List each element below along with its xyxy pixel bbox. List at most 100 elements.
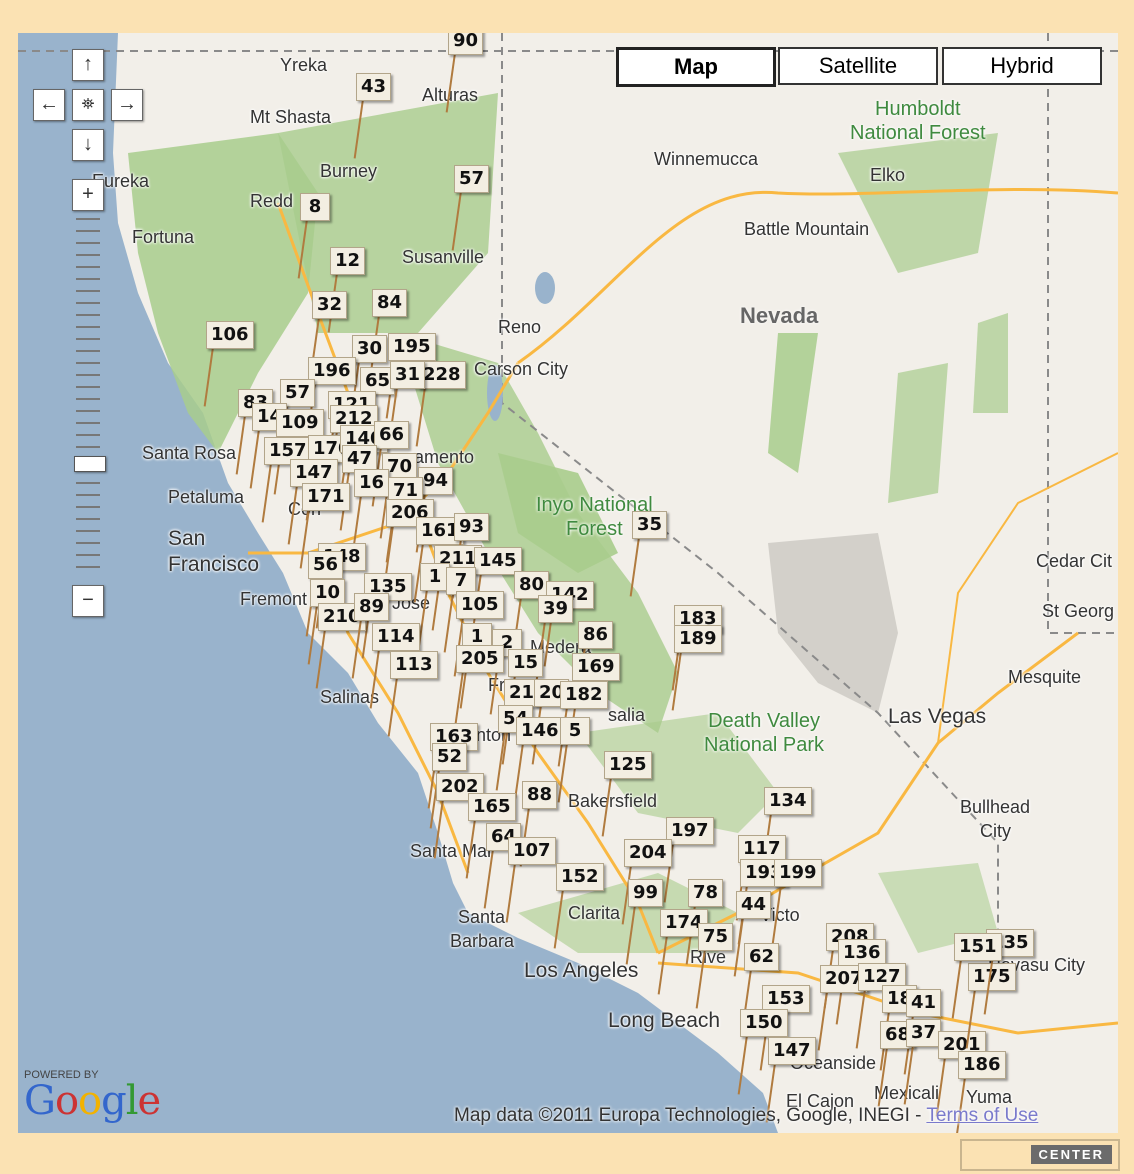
zoom-tick (76, 446, 100, 448)
map-marker[interactable]: 205 (456, 645, 504, 673)
map-marker[interactable]: 7 (446, 567, 476, 595)
map-marker[interactable]: 171 (302, 483, 350, 511)
map-marker[interactable]: 113 (390, 651, 438, 679)
map-marker[interactable]: 86 (578, 621, 614, 649)
map-marker[interactable]: 105 (456, 591, 504, 619)
map-marker[interactable]: 151 (954, 933, 1002, 961)
zoom-tick (76, 542, 100, 544)
zoom-tick (76, 518, 100, 520)
map-marker[interactable]: 90 (448, 33, 484, 55)
map-marker[interactable]: 52 (432, 743, 468, 771)
map-marker[interactable]: 75 (698, 923, 734, 951)
map-marker[interactable]: 47 (342, 445, 378, 473)
map-marker[interactable]: 31 (390, 361, 426, 389)
zoom-tick (76, 254, 100, 256)
map-marker[interactable]: 44 (736, 891, 772, 919)
map-marker[interactable]: 186 (958, 1051, 1006, 1079)
google-logo[interactable]: POWERED BY Google (24, 1069, 161, 1121)
map-marker[interactable]: 80 (514, 571, 550, 599)
pan-left-button[interactable]: ← (33, 89, 65, 121)
pan-center-button[interactable]: ⛯ (72, 89, 104, 121)
map-marker[interactable]: 84 (372, 289, 408, 317)
map-marker[interactable]: 195 (388, 333, 436, 361)
map-marker[interactable]: 99 (628, 879, 664, 907)
city-label: Santa Mar (410, 841, 494, 861)
pan-right-button[interactable]: → (111, 89, 143, 121)
map-type-hybrid-button[interactable]: Hybrid (942, 47, 1102, 85)
map-marker[interactable]: 15 (508, 649, 544, 677)
map-marker[interactable]: 106 (206, 321, 254, 349)
map-marker[interactable]: 94 (418, 467, 454, 495)
map-marker[interactable]: 62 (744, 943, 780, 971)
map-marker[interactable]: 39 (538, 595, 574, 623)
pan-up-button[interactable]: ↑ (72, 49, 104, 81)
map-marker[interactable]: 65 (360, 367, 396, 395)
map-marker[interactable]: 228 (418, 361, 466, 389)
map-marker[interactable]: 153 (762, 985, 810, 1013)
map-marker[interactable]: 5 (560, 717, 590, 745)
map-marker[interactable]: 157 (264, 437, 312, 465)
map-marker[interactable]: 147 (768, 1037, 816, 1065)
zoom-tick (76, 230, 100, 232)
map-marker[interactable]: 107 (508, 837, 556, 865)
map-marker[interactable]: 145 (474, 547, 522, 575)
map-type-satellite-button[interactable]: Satellite (778, 47, 938, 85)
map-marker[interactable]: 196 (308, 357, 356, 385)
map-marker[interactable]: 57 (280, 379, 316, 407)
city-label: Battle Mountain (744, 219, 870, 239)
map-marker[interactable]: 89 (354, 593, 390, 621)
map-marker[interactable]: 32 (312, 291, 348, 319)
map-marker[interactable]: 127 (858, 963, 906, 991)
map-type-map-button[interactable]: Map (616, 47, 776, 87)
map-marker[interactable]: 199 (774, 859, 822, 887)
zoom-out-button[interactable]: − (72, 585, 104, 617)
map-marker[interactable]: 150 (740, 1009, 788, 1037)
map-marker[interactable]: 169 (572, 653, 620, 681)
city-label: ramento (408, 447, 475, 467)
center-button[interactable]: CENTER (960, 1139, 1120, 1171)
map-marker[interactable]: 182 (560, 681, 608, 709)
map-marker[interactable]: 134 (764, 787, 812, 815)
map-marker[interactable]: 12 (330, 247, 366, 275)
zoom-slider-track[interactable] (76, 218, 100, 578)
map-marker[interactable]: 88 (522, 781, 558, 809)
map-marker[interactable]: 109 (276, 409, 324, 437)
map-marker[interactable]: 66 (374, 421, 410, 449)
map-marker[interactable]: 35 (632, 511, 668, 539)
map-marker[interactable]: 16 (354, 469, 390, 497)
map-marker[interactable]: 152 (556, 863, 604, 891)
map-marker[interactable]: 43 (356, 73, 392, 101)
map-marker[interactable]: 93 (454, 513, 490, 541)
zoom-tick (76, 434, 100, 436)
map-marker[interactable]: 30 (352, 335, 388, 363)
zoom-in-button[interactable]: + (72, 179, 104, 211)
map-marker[interactable]: 41 (906, 989, 942, 1017)
map-marker[interactable]: 204 (624, 839, 672, 867)
map-marker[interactable]: 56 (308, 551, 344, 579)
city-label: City (980, 821, 1011, 841)
pan-down-button[interactable]: ↓ (72, 129, 104, 161)
map-marker[interactable]: 57 (454, 165, 490, 193)
map-marker[interactable]: 165 (468, 793, 516, 821)
map-attribution: Map data ©2011 Europa Technologies, Goog… (454, 1105, 1038, 1127)
terms-of-use-link[interactable]: Terms of Use (926, 1105, 1039, 1126)
zoom-tick (76, 386, 100, 388)
map-marker[interactable]: 202 (436, 773, 484, 801)
map-marker[interactable]: 21 (504, 679, 540, 707)
map-marker[interactable]: 37 (906, 1019, 942, 1047)
map-marker[interactable]: 197 (666, 817, 714, 845)
map-marker[interactable]: 8 (300, 193, 330, 221)
map-marker[interactable]: 189 (674, 625, 722, 653)
map-marker[interactable]: 114 (372, 623, 420, 651)
map-marker[interactable]: 146 (516, 717, 564, 745)
map-marker[interactable]: 125 (604, 751, 652, 779)
map-marker[interactable]: 117 (738, 835, 786, 863)
map-marker[interactable]: 78 (688, 879, 724, 907)
map-marker[interactable]: 136 (838, 939, 886, 967)
city-label: Cedar Cit (1036, 551, 1113, 571)
map-marker[interactable]: 10 (310, 579, 346, 607)
city-label: St Georg (1042, 601, 1115, 621)
zoom-slider-knob[interactable] (74, 455, 106, 472)
